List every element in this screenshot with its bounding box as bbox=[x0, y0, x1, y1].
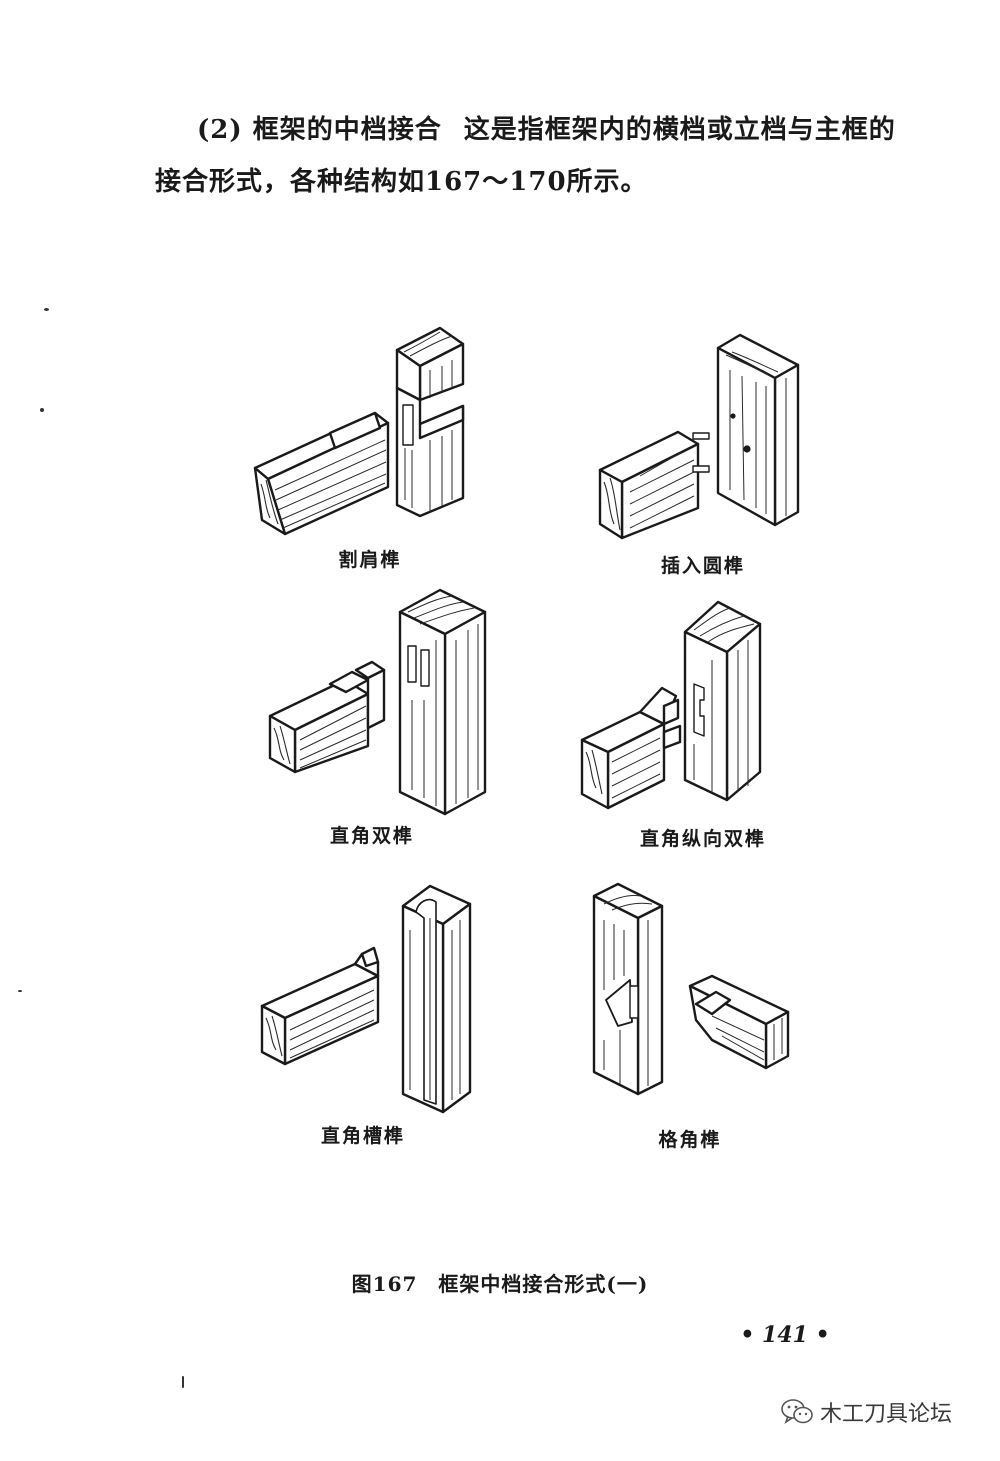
vertical-stile bbox=[395, 326, 465, 518]
vertical-stile bbox=[401, 884, 472, 1114]
vertical-stile bbox=[592, 882, 664, 1096]
horizontal-rail bbox=[580, 686, 682, 810]
horizontal-rail bbox=[688, 974, 790, 1070]
watermark: 木工刀具论坛 bbox=[780, 1394, 952, 1430]
caption-cut-shoulder-tenon: 割肩榫 bbox=[338, 549, 402, 571]
vertical-stile bbox=[716, 333, 800, 527]
paragraph-line2-text: 接合形式，各种结构如167～170所示。 bbox=[155, 167, 648, 197]
inserted-dowel-tenon-drawing bbox=[598, 333, 800, 540]
scan-speck bbox=[44, 308, 49, 311]
right-angle-longitudinal-double-tenon-drawing bbox=[580, 600, 762, 810]
wechat-icon bbox=[781, 1399, 813, 1424]
horizontal-rail bbox=[253, 411, 390, 536]
horizontal-rail bbox=[260, 946, 380, 1066]
paragraph-line1-text: 这是指框架内的横档或立档与主框的 bbox=[463, 115, 896, 145]
scan-speck bbox=[182, 1376, 184, 1388]
caption-right-angle-longitudinal-double-tenon: 直角纵向双榫 bbox=[639, 828, 766, 850]
scan-speck bbox=[18, 990, 22, 992]
watermark-text: 木工刀具论坛 bbox=[820, 1402, 953, 1427]
section-heading: (2) 框架的中档接合 bbox=[197, 115, 442, 145]
caption-right-angle-double-tenon: 直角双榫 bbox=[329, 825, 414, 847]
vertical-stile bbox=[398, 588, 487, 816]
figure-caption: 图167 框架中档接合形式(一) bbox=[351, 1272, 649, 1296]
caption-inserted-dowel-tenon: 插入圆榫 bbox=[660, 555, 745, 577]
right-angle-double-tenon-drawing bbox=[268, 588, 487, 816]
intro-paragraph: (2) 框架的中档接合这是指框架内的横档或立档与主框的 接合形式，各种结构如16… bbox=[155, 104, 895, 208]
scan-speck bbox=[40, 408, 44, 412]
miter-tenon-drawing bbox=[592, 882, 790, 1096]
caption-miter-tenon: 格角榫 bbox=[658, 1129, 722, 1151]
right-angle-groove-tenon-drawing bbox=[260, 884, 472, 1114]
horizontal-rail bbox=[598, 430, 710, 540]
vertical-stile bbox=[683, 600, 762, 802]
cut-shoulder-tenon-drawing bbox=[253, 326, 465, 536]
horizontal-rail bbox=[268, 660, 386, 774]
caption-right-angle-groove-tenon: 直角槽榫 bbox=[320, 1125, 405, 1147]
page-number: • 141 • bbox=[740, 1322, 830, 1348]
